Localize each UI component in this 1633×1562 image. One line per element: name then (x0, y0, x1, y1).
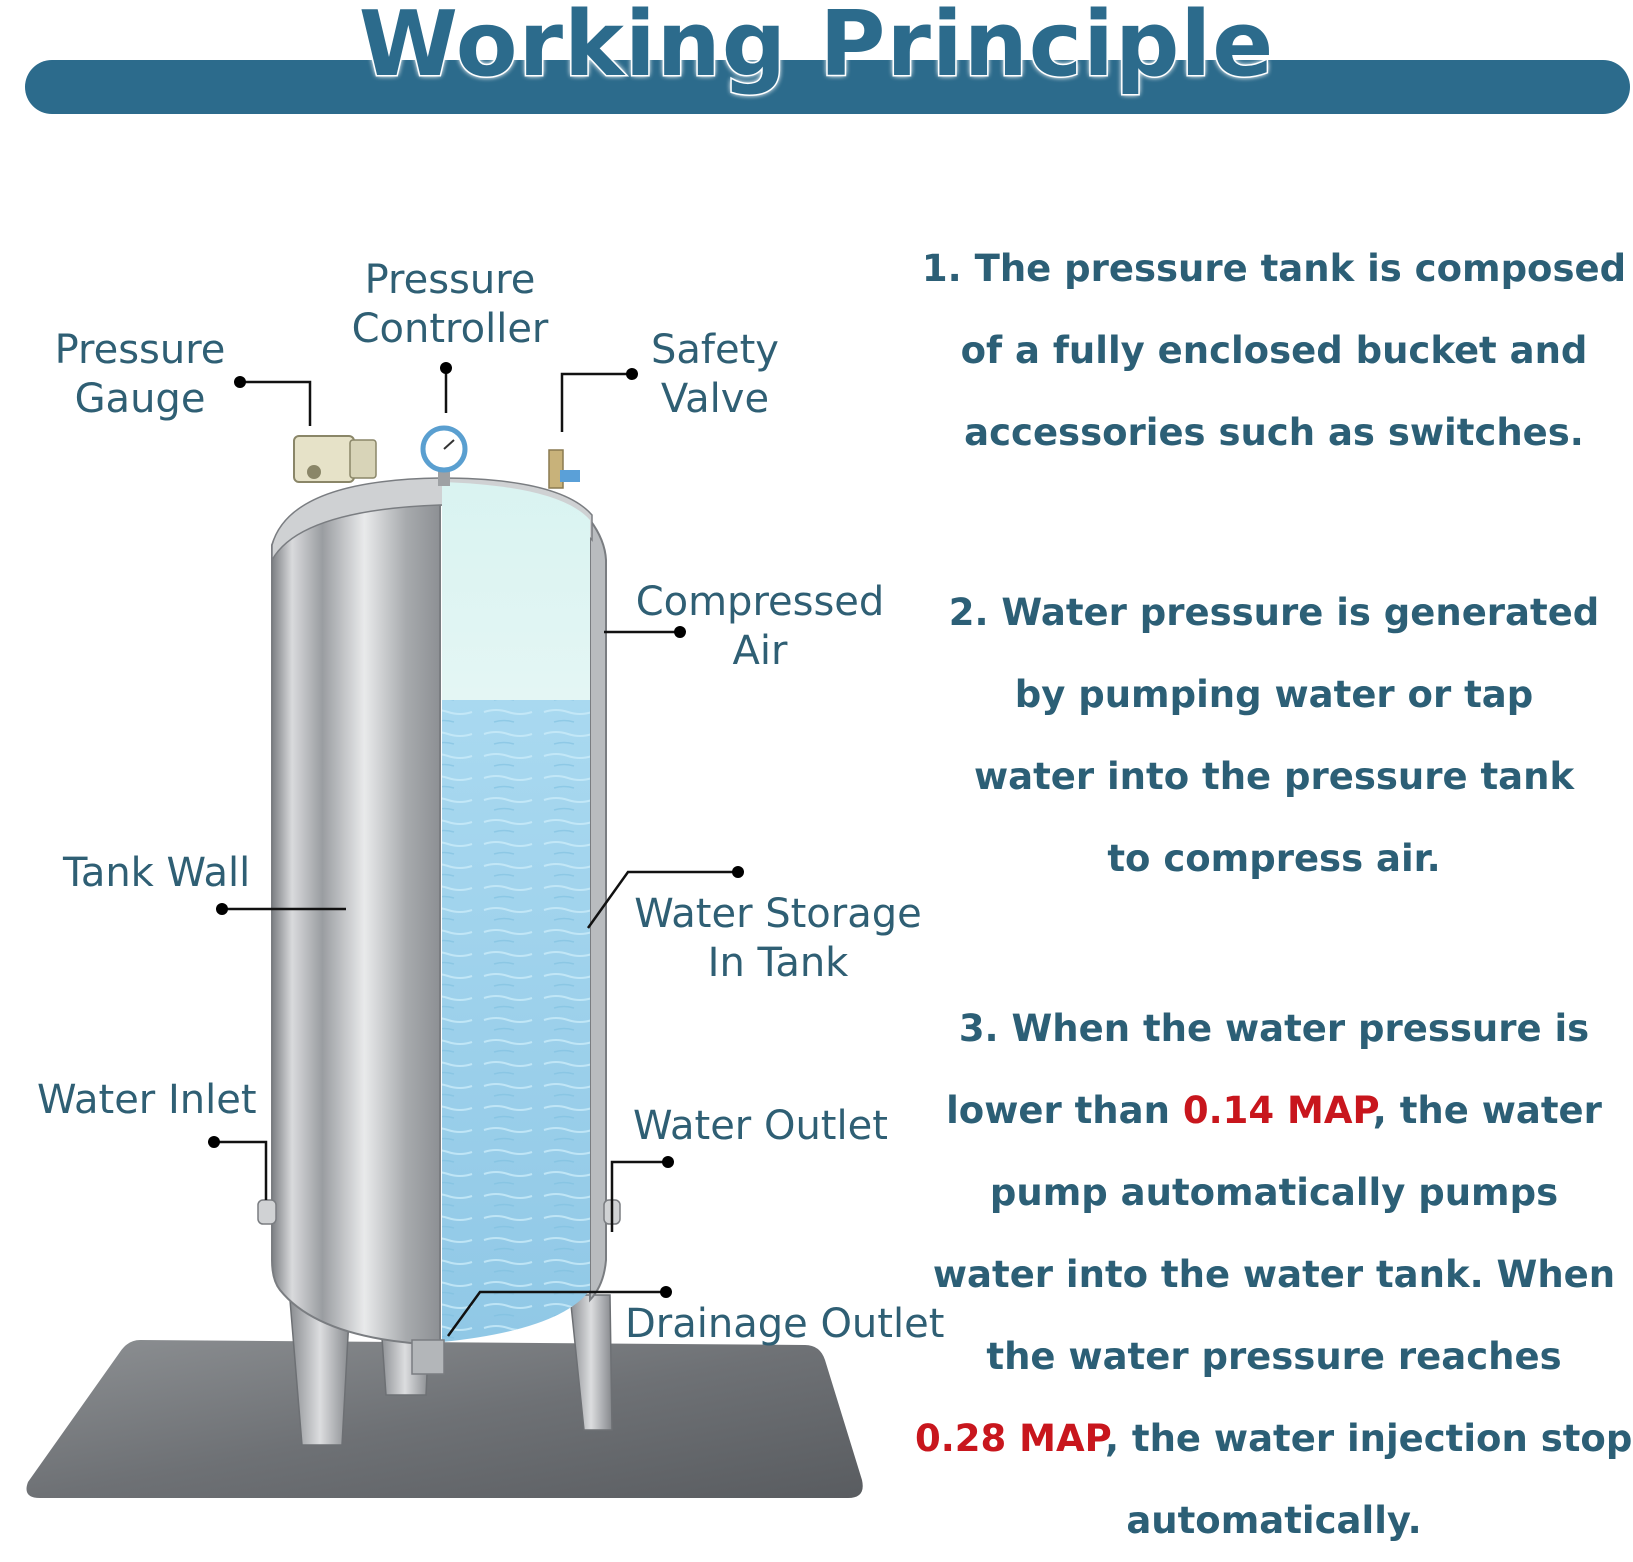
pressure-switch (293, 435, 377, 483)
low-pressure-value: 0.14 MAP (1182, 1089, 1373, 1132)
water-inlet-pipe (257, 1199, 277, 1225)
label-water-outlet: Water Outlet (633, 1103, 888, 1149)
drain-pipe (411, 1339, 445, 1375)
label-water-inlet: Water Inlet (37, 1077, 257, 1123)
high-pressure-value: 0.28 MAP (915, 1417, 1105, 1460)
leader-lines (214, 368, 738, 1337)
tank-leg-right (569, 1294, 613, 1431)
tank-diagram (26, 362, 863, 1498)
step-2: 2. Water pressure is generated by pumpin… (948, 591, 1600, 880)
label-pressure-gauge: Pressure Gauge (54, 327, 226, 422)
label-safety-valve: Safety Valve (651, 327, 779, 422)
pressure-gauge-dial (420, 425, 468, 486)
leader-dots (208, 362, 744, 1298)
label-pressure-controller: Pressure Controller (351, 257, 549, 352)
step-3: 3. When the water pressure is lower than… (915, 1007, 1633, 1542)
title-bar (25, 60, 1630, 114)
compressed-air-area (442, 482, 590, 700)
step-1: 1. The pressure tank is composed of a fu… (921, 247, 1627, 454)
label-tank-wall: Tank Wall (63, 850, 251, 896)
label-drainage-outlet: Drainage Outlet (625, 1301, 945, 1347)
label-compressed-air: Compressed Air (635, 579, 885, 674)
floor-mat (26, 1340, 863, 1498)
tank-rim-right (589, 516, 607, 1303)
tank-wall (271, 478, 441, 1347)
label-water-storage: Water Storage In Tank (634, 891, 922, 986)
page-title: Working Principle (357, 0, 1275, 99)
safety-valve-fitting (548, 449, 580, 489)
